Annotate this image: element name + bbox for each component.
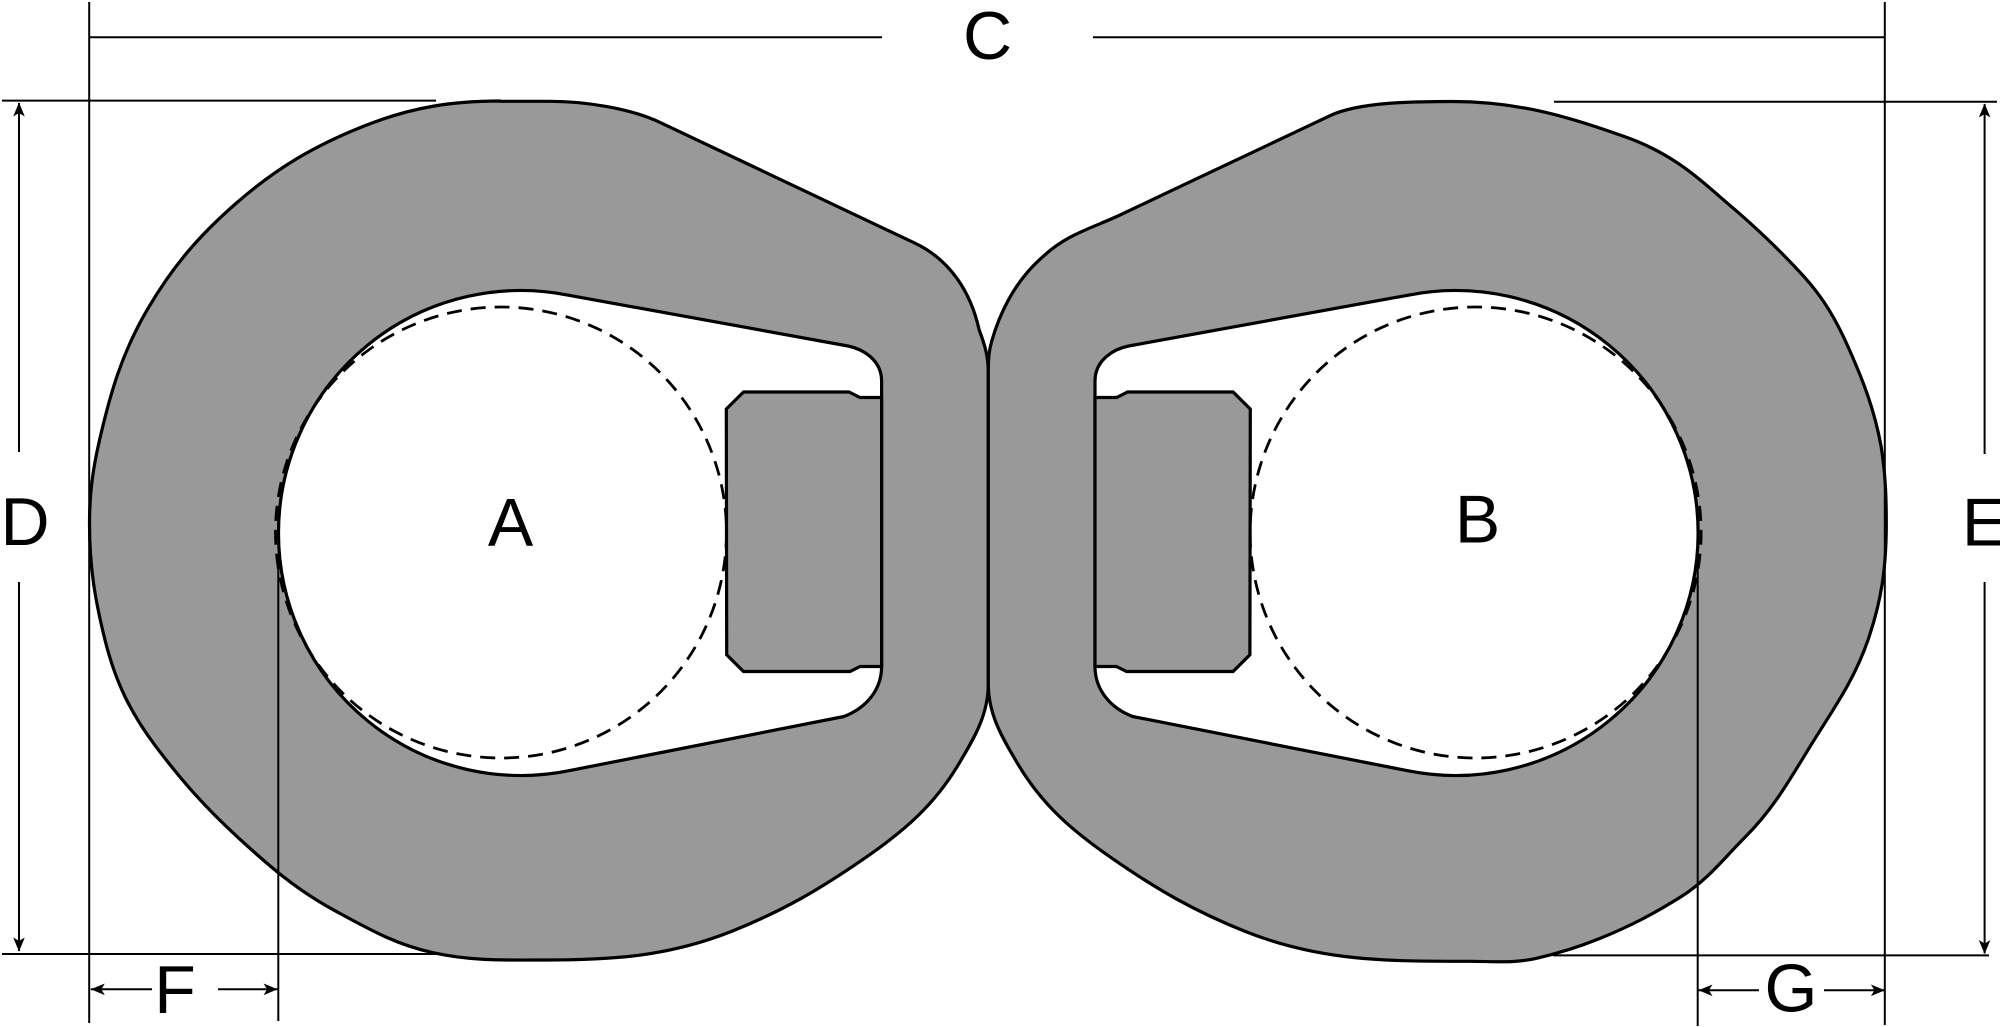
svg-text:C: C	[963, 0, 1012, 74]
svg-text:F: F	[154, 952, 196, 1027]
svg-text:A: A	[488, 485, 534, 561]
svg-text:E: E	[1962, 485, 2000, 561]
svg-text:G: G	[1765, 951, 1818, 1027]
svg-text:B: B	[1455, 482, 1500, 558]
svg-text:D: D	[0, 484, 49, 560]
